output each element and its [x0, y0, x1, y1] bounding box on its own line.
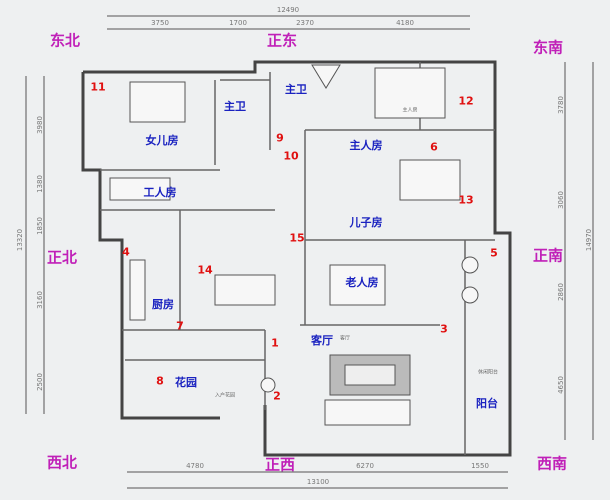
room-balcony: 阳台	[476, 397, 498, 410]
room-maid: 工人房	[143, 186, 177, 199]
marker-14: 14	[197, 263, 213, 277]
bathtub	[311, 64, 341, 89]
dim-top: 4180	[396, 19, 414, 27]
room-elder: 老人房	[345, 276, 379, 289]
dim-right: 2860	[557, 283, 565, 301]
direction-northeast: 东北	[49, 31, 81, 50]
room-master: 主人房	[349, 139, 383, 152]
dim-top: 3750	[151, 19, 169, 27]
room-garden: 花园	[175, 376, 197, 389]
marker-10: 10	[283, 149, 299, 163]
marker-13: 13	[458, 193, 474, 207]
marker-15: 15	[289, 231, 305, 245]
lamp	[260, 377, 276, 393]
dim-right: 3780	[557, 96, 565, 114]
marker-7: 7	[176, 319, 184, 333]
direction-southwest: 西南	[536, 454, 568, 473]
elder-bed	[329, 264, 386, 306]
annotation-balcony: 休闲阳台	[477, 369, 499, 376]
dim-left: 3160	[36, 291, 44, 309]
kitchen-counter	[129, 259, 146, 321]
master-bed	[374, 67, 446, 119]
daughter-bed	[129, 81, 186, 123]
direction-northwest: 西北	[46, 453, 78, 472]
direction-east: 正东	[266, 31, 298, 50]
dim-left: 1380	[36, 175, 44, 193]
dim-bottom: 1550	[471, 462, 489, 470]
marker-3: 3	[440, 322, 448, 336]
dim-left: 3980	[36, 116, 44, 134]
dim-left: 2500	[36, 373, 44, 391]
marker-1: 1	[271, 336, 279, 350]
direction-south: 正南	[532, 246, 564, 265]
furniture	[109, 64, 479, 426]
marker-8: 8	[156, 374, 164, 388]
marker-6: 6	[430, 140, 438, 154]
dim-top-total: 12490	[276, 6, 300, 14]
room-kitchen: 厨房	[152, 298, 174, 311]
maid-bed	[109, 177, 171, 201]
dim-bottom: 6270	[356, 462, 374, 470]
room-master-bath: 主卫	[285, 83, 307, 96]
marker-2: 2	[273, 389, 281, 403]
balcony-chair	[461, 256, 479, 274]
marker-4: 4	[122, 245, 130, 259]
dim-top: 1700	[229, 19, 247, 27]
dining-table	[214, 274, 276, 306]
direction-north: 正北	[46, 248, 78, 267]
room-son: 儿子房	[349, 216, 383, 229]
marker-9: 9	[276, 131, 284, 145]
room-master-bath-2: 主卫	[224, 100, 246, 113]
inner-walls	[100, 62, 495, 455]
marker-5: 5	[490, 246, 498, 260]
sofa	[324, 399, 411, 426]
dim-right: 4650	[557, 376, 565, 394]
annotation-entry-garden: 入户花园	[214, 392, 236, 399]
dim-left: 1850	[36, 217, 44, 235]
balcony-chair	[461, 286, 479, 304]
dim-right: 3060	[557, 191, 565, 209]
marker-11: 11	[90, 80, 106, 94]
room-daughter: 女儿房	[145, 134, 179, 147]
room-living: 客厅	[311, 334, 333, 347]
outer-walls	[81, 60, 512, 457]
dim-bottom: 4780	[186, 462, 204, 470]
dim-bottom-total: 13100	[306, 478, 330, 486]
son-bed	[399, 159, 461, 201]
dim-right-total: 14970	[585, 228, 593, 252]
annotation-master-bedroom: 主人房	[402, 107, 418, 114]
marker-12: 12	[458, 94, 474, 108]
direction-southeast: 东南	[532, 38, 564, 57]
direction-west: 正西	[264, 455, 296, 474]
dim-left-total: 13320	[16, 228, 24, 252]
dim-top: 2370	[296, 19, 314, 27]
annotation-living: 客厅	[339, 335, 351, 342]
coffee-table	[344, 364, 396, 386]
